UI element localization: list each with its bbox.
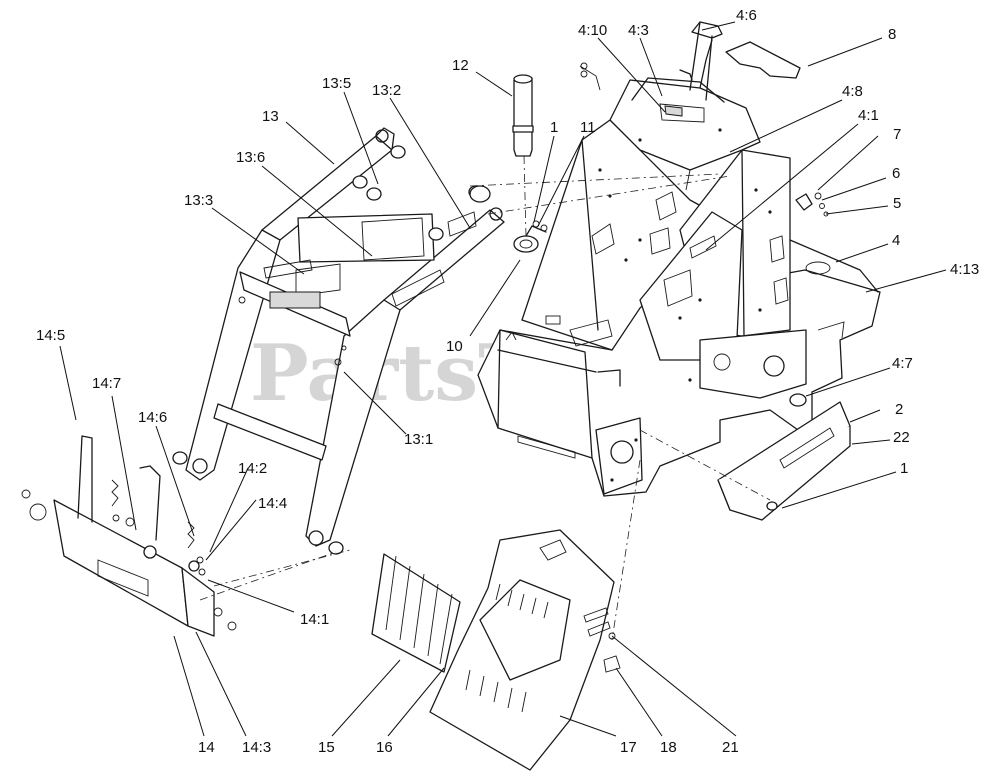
leader-lines [59,21,947,737]
callout-4-6: 4:6 [736,7,757,24]
cover-plate [429,529,621,771]
callout-13-3: 13:3 [184,192,213,209]
callout-4-8: 4:8 [842,83,863,100]
callout-11: 11 [580,119,596,136]
callout-7: 7 [893,126,901,143]
callout-12: 12 [452,57,469,74]
callout-8: 8 [888,26,896,43]
callout-13-6: 13:6 [236,149,265,166]
callout-10: 10 [446,338,463,355]
handle-grip [512,74,534,157]
callout-14-7: 14:7 [92,375,121,392]
attachment-plate [21,435,237,637]
callout-4-10: 4:10 [578,22,607,39]
callout-17: 17 [620,739,637,756]
callout-14-3: 14:3 [242,739,271,756]
callout-13: 13 [262,108,279,125]
callout-14-1: 14:1 [300,611,329,628]
loader-arm [172,127,505,555]
callout-4-3: 4:3 [628,22,649,39]
callout-14-5: 14:5 [36,327,65,344]
callout-4-7: 4:7 [892,355,913,372]
main-frame [477,39,881,497]
side-panel [717,401,851,521]
callout-6: 6 [892,165,900,182]
callout-14: 14 [198,739,215,756]
callout-22: 22 [893,429,910,446]
callout-1-top: 1 [550,119,558,136]
seat-pad [725,41,801,79]
callout-4-13: 4:13 [950,261,979,278]
callout-13-5: 13:5 [322,75,351,92]
callout-1-bottom: 1 [900,460,908,477]
callout-14-4: 14:4 [258,495,287,512]
callout-13-2: 13:2 [372,82,401,99]
callout-4: 4 [892,232,900,249]
rubber-guard [371,553,461,673]
top-handle [689,21,723,101]
callout-15: 15 [318,739,335,756]
callout-13-1: 13:1 [404,431,433,448]
callout-2: 2 [895,401,903,418]
callout-18: 18 [660,739,677,756]
callout-16: 16 [376,739,393,756]
alignment-lines [199,155,771,641]
callout-14-6: 14:6 [138,409,167,426]
hitch-bracket [469,185,548,253]
callout-5: 5 [893,195,901,212]
callout-14-2: 14:2 [238,460,267,477]
callout-21: 21 [722,739,739,756]
callout-labels: 4:6 4:10 4:3 8 12 13:5 13:2 13 4:8 1 11 … [36,7,979,756]
callout-4-1: 4:1 [858,107,879,124]
